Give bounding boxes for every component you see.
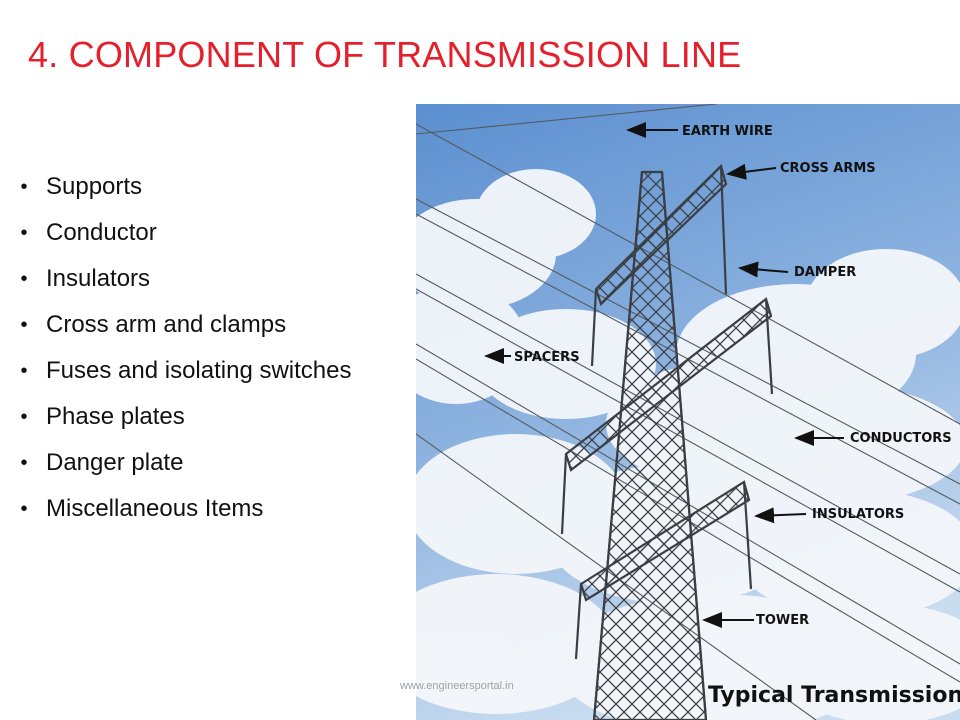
label-cross-arms: CROSS ARMS <box>780 161 876 176</box>
bullet-icon: • <box>20 222 28 244</box>
annotation-arrows <box>484 122 844 628</box>
list-item-text: Phase plates <box>46 403 185 430</box>
label-earth-wire: EARTH WIRE <box>682 124 773 139</box>
list-item-text: Insulators <box>46 265 151 292</box>
list-item: • Fuses and isolating switches <box>14 348 424 394</box>
cross-arm-top <box>590 163 728 367</box>
list-item-text: Supports <box>46 173 143 200</box>
label-damper: DAMPER <box>794 265 856 280</box>
list-item-text: Danger plate <box>46 449 184 476</box>
list-item: • Supports <box>14 164 424 210</box>
label-insulators: INSULATORS <box>812 507 904 522</box>
cross-arm-middle <box>560 297 774 535</box>
bullet-icon: • <box>20 498 28 520</box>
diagram-caption: Typical Transmission Line <box>708 683 960 708</box>
list-item: • Phase plates <box>14 394 424 440</box>
label-spacers: SPACERS <box>514 350 580 365</box>
list-item-text: Conductor <box>46 219 157 246</box>
list-item: • Miscellaneous Items <box>14 486 424 532</box>
component-list: • Supports • Conductor • Insulators • Cross … <box>14 164 424 532</box>
list-item: • Danger plate <box>14 440 424 486</box>
transmission-tower-diagram: EARTH WIRE CROSS ARMS DAMPER SPACERS CON… <box>416 104 960 720</box>
bullet-icon: • <box>20 406 28 428</box>
watermark: www.engineersportal.in <box>400 680 514 692</box>
cross-arm-bottom <box>574 480 753 660</box>
bullet-icon: • <box>20 452 28 474</box>
list-item-text: Miscellaneous Items <box>46 495 264 522</box>
slide-title: 4. COMPONENT OF TRANSMISSION LINE <box>28 34 742 75</box>
list-item: • Cross arm and clamps <box>14 302 424 348</box>
list-item: • Insulators <box>14 256 424 302</box>
bullet-icon: • <box>20 360 28 382</box>
bullet-icon: • <box>20 268 28 290</box>
conductor-wires <box>416 104 960 720</box>
label-conductors: CONDUCTORS <box>850 431 952 446</box>
bullet-icon: • <box>20 176 28 198</box>
list-item-text: Cross arm and clamps <box>46 311 287 338</box>
list-item-text: Fuses and isolating switches <box>46 357 352 384</box>
list-item: • Conductor <box>14 210 424 256</box>
bullet-icon: • <box>20 314 28 336</box>
label-tower: TOWER <box>756 613 809 628</box>
